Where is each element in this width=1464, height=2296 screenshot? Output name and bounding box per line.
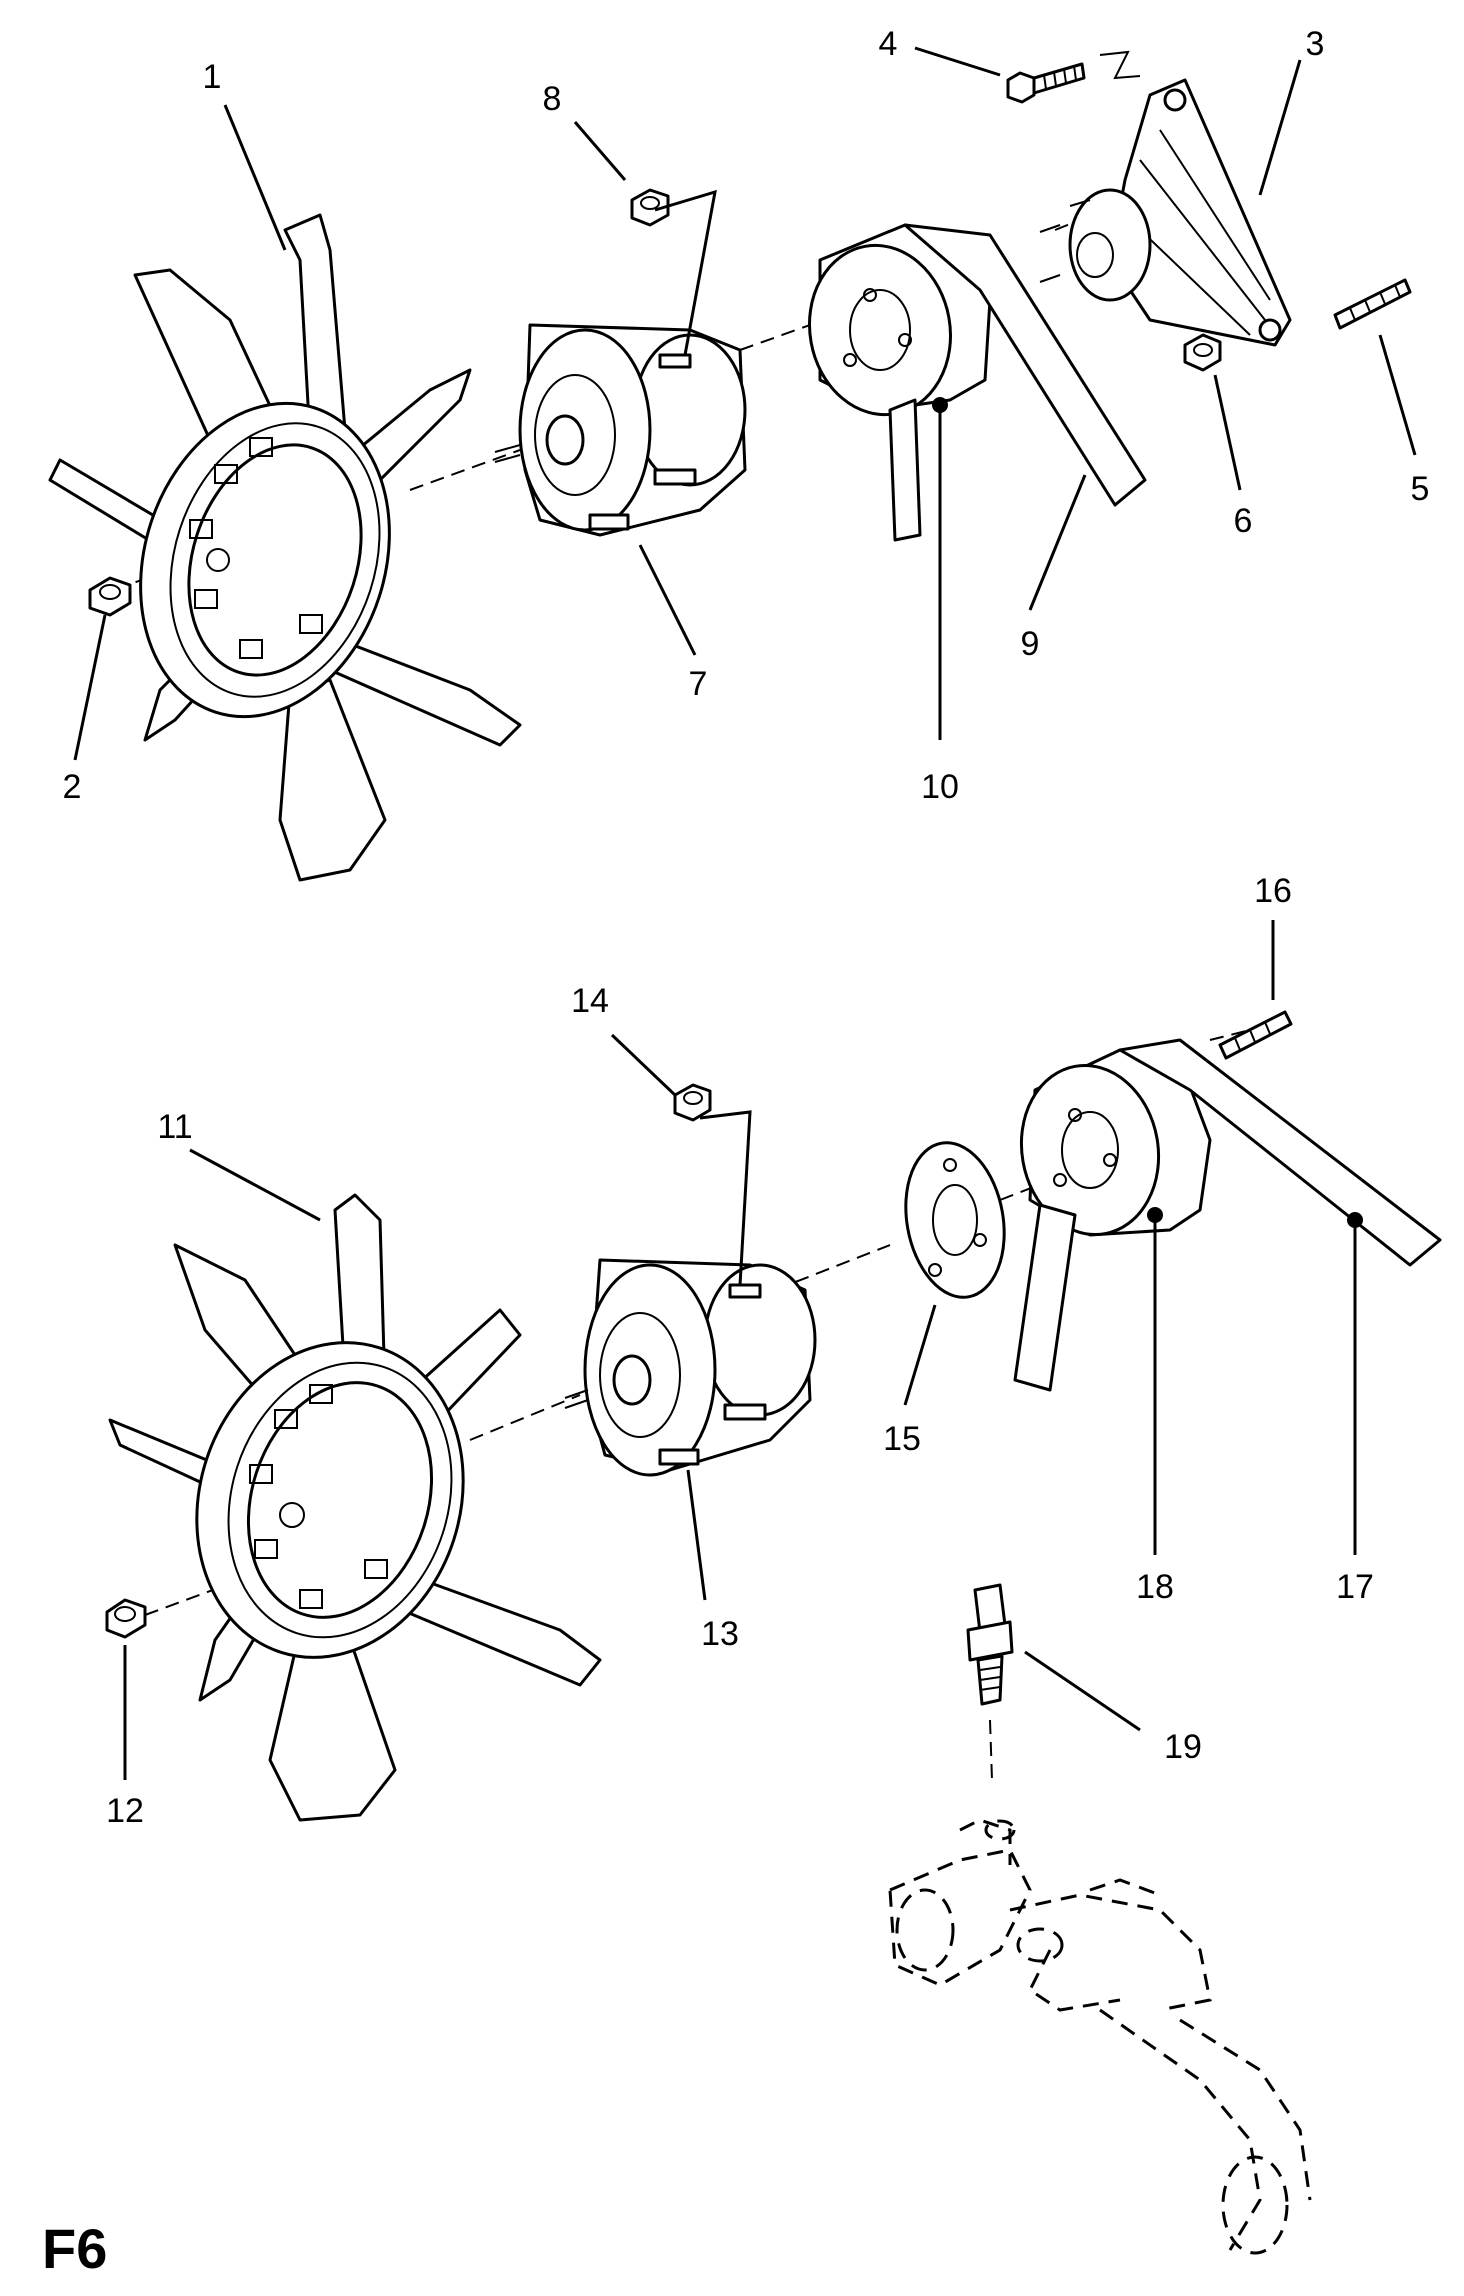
callout-8: 8: [543, 80, 562, 118]
nut-6: [1183, 333, 1222, 372]
callout-6: 6: [1234, 502, 1253, 540]
leader-6: [1213, 374, 1242, 491]
belt-9: [888, 223, 1147, 542]
callout-18: 18: [1136, 1568, 1174, 1606]
leader-8-branch: [654, 189, 717, 356]
thermostat-housing: [888, 1818, 1312, 2255]
leader-2: [73, 614, 107, 761]
callout-17: 17: [1336, 1568, 1374, 1606]
leader-1: [223, 104, 287, 251]
stud-16: [1218, 1010, 1293, 1060]
leader-dot-18: [1147, 1207, 1163, 1223]
callout-11: 11: [157, 1108, 192, 1146]
leader-8: [573, 121, 627, 181]
figure-label: F6: [42, 2217, 107, 2280]
callout-15: 15: [883, 1420, 921, 1458]
nut-2: [88, 576, 132, 617]
leader-15: [903, 1304, 937, 1406]
fan-clutch-13: [564, 1258, 817, 1477]
temperature-sensor-19: [966, 1583, 1014, 1781]
callout-5: 5: [1411, 470, 1430, 508]
bracket-hub: [1039, 188, 1152, 302]
leader-19: [1024, 1650, 1141, 1732]
fan-blade-assembly-1: [48, 213, 522, 882]
belt-17: [1013, 1038, 1442, 1392]
callout-10: 10: [921, 768, 959, 806]
callout-13: 13: [701, 1615, 739, 1653]
leader-14-branch: [699, 1110, 752, 1286]
leader-5: [1378, 334, 1417, 456]
leader-7: [638, 544, 697, 656]
bolt-4: [1006, 50, 1141, 104]
pulley-18: [1019, 1048, 1212, 1237]
callout-1: 1: [203, 58, 222, 96]
callout-16: 16: [1254, 872, 1292, 910]
fan-blade-assembly-11: [108, 1193, 602, 1822]
leader-3: [1258, 59, 1302, 196]
nut-12: [105, 1598, 147, 1639]
callout-14: 14: [571, 982, 609, 1020]
leader-9: [1028, 474, 1087, 611]
leader-11: [189, 1148, 321, 1222]
nut-8: [630, 188, 670, 227]
callout-2: 2: [63, 768, 82, 806]
leader-dot-17: [1347, 1212, 1363, 1228]
spacer-plate-15: [904, 1141, 1006, 1299]
callout-9: 9: [1021, 625, 1040, 663]
pulley-10: [808, 223, 992, 417]
nut-14: [673, 1083, 712, 1122]
callout-4: 4: [879, 25, 898, 63]
leader-14: [610, 1033, 677, 1097]
callout-3: 3: [1306, 25, 1325, 63]
callout-7: 7: [689, 665, 708, 703]
callout-12: 12: [106, 1792, 144, 1830]
fan-clutch-7: [494, 323, 747, 537]
leader-4: [914, 46, 1001, 77]
callout-19: 19: [1164, 1728, 1202, 1766]
leader-dot-10: [932, 397, 948, 413]
leader-13: [686, 1469, 707, 1601]
bottom-assembly-axis: [144, 1024, 1271, 1616]
stud-5: [1333, 278, 1412, 330]
